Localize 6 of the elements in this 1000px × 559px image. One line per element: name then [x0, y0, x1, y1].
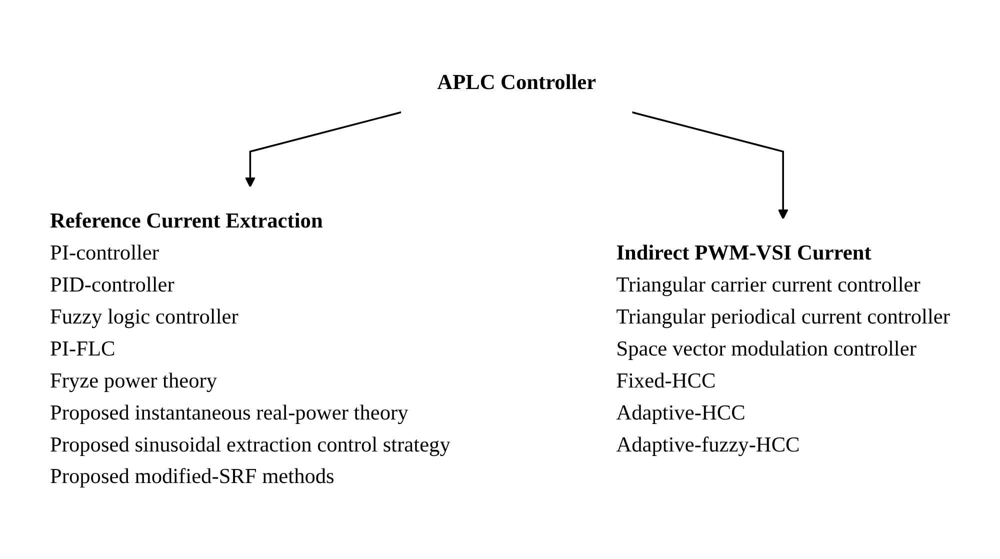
tree-diagram: APLC Controller Reference Current Extraction PI-controller PID-controller Fuzzy logic controller PI-FLC Fryze power theory Proposed instantaneous real-power theory Proposed sinusoidal extraction control strategy Proposed modified-SRF methods Indirect PWM-VSI Current Triangular carrier current controller Triangular periodical current controller Space vector modulation controller Fixed-HCC Adaptive-HCC Adaptive-fuzzy-HCC: [5, 39, 995, 520]
node-text: Indirect PWM-VSI Current Triangular carrier current controller Triangular periodical current controller Space vector modulation controller Fixed-HCC Adaptive-HCC Adaptive-fuzzy-HCC: [616, 240, 950, 456]
arrow: [244, 111, 402, 188]
node-text: APLC Controller: [437, 70, 596, 94]
arrow: [631, 111, 788, 220]
node-text: Reference Current Extraction PI-controller PID-controller Fuzzy logic controller PI-FLC Fryze power theory Proposed instantaneous real-power theory Proposed sinusoidal extraction control strategy Proposed modified-SRF methods: [50, 208, 450, 488]
